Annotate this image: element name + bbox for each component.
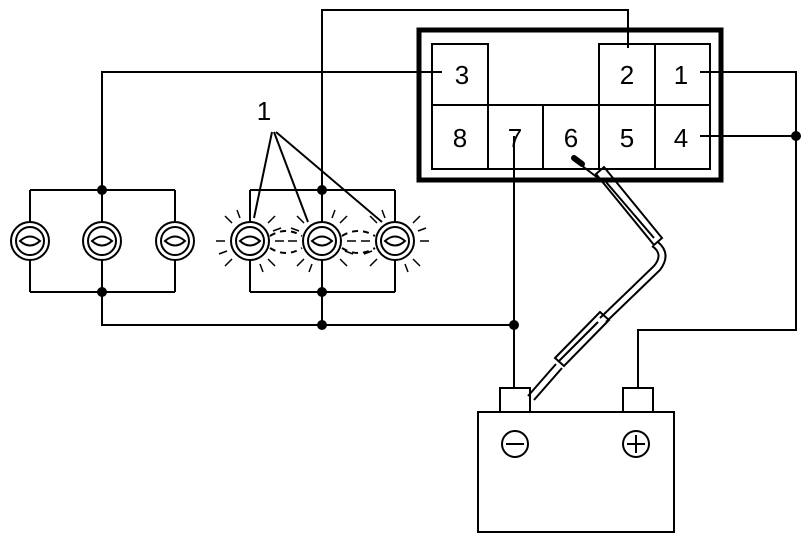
- battery: [477, 387, 675, 533]
- flashing-lamp-bank: [216, 189, 429, 293]
- bulb-icon: [82, 221, 122, 261]
- connector: 3 2 1 8 7 6 5 4: [416, 27, 724, 183]
- flash-arc: [341, 247, 376, 254]
- pin-label-5: 5: [620, 123, 634, 153]
- left-lamp-bank: [10, 189, 195, 293]
- pin-label-4: 4: [674, 123, 688, 153]
- positive-terminal: [622, 387, 654, 413]
- wire-ground-bus: [101, 292, 514, 326]
- wire-pin1: [700, 71, 797, 136]
- junction-dot: [317, 185, 327, 195]
- wires: [101, 9, 797, 388]
- jumper-lead: [527, 155, 667, 401]
- bulb-icon: [155, 221, 195, 261]
- junction-dot: [791, 131, 801, 141]
- connector-housing: [416, 27, 724, 183]
- junctions: [97, 131, 801, 330]
- pin-cell-4: [654, 104, 711, 170]
- pin-label-1: 1: [674, 60, 688, 90]
- wire-pin3-left-lamps: [101, 71, 442, 190]
- pin-label-8: 8: [453, 123, 467, 153]
- callout: 1: [253, 96, 383, 223]
- flash-arc: [269, 247, 303, 254]
- battery-case: [477, 411, 675, 533]
- minus-icon: [501, 430, 529, 458]
- flashing-bulb-icon: [288, 207, 356, 275]
- flashing-bulb-icon: [216, 207, 284, 275]
- junction-dot: [509, 320, 519, 330]
- wire-positive-return: [637, 136, 797, 388]
- junction-dot: [97, 185, 107, 195]
- pin-label-3: 3: [455, 60, 469, 90]
- bulb-icon: [10, 221, 50, 261]
- plus-icon: [622, 430, 650, 458]
- flash-arc: [341, 230, 376, 237]
- junction-dot: [97, 287, 107, 297]
- junction-dot: [317, 287, 327, 297]
- flashing-bulb-icon: [361, 207, 429, 275]
- pin-label-2: 2: [620, 60, 634, 90]
- pin-label-6: 6: [564, 123, 578, 153]
- callout-label: 1: [257, 96, 271, 126]
- negative-terminal: [499, 387, 531, 413]
- flash-arc: [269, 230, 303, 237]
- junction-dot: [317, 320, 327, 330]
- pin-label-7: 7: [508, 123, 522, 153]
